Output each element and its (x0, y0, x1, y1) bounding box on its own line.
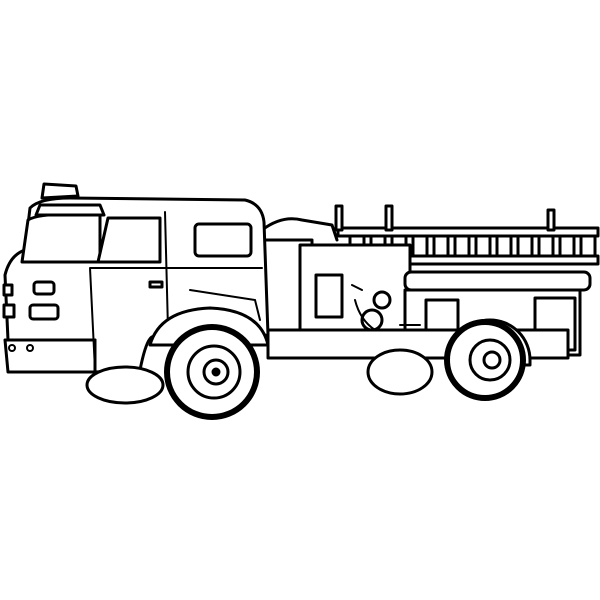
ladder-rung (516, 234, 534, 258)
ladder-rung (411, 234, 429, 258)
ladder-rung (579, 234, 597, 258)
front-wheel (85, 324, 260, 420)
ladder-rung (474, 234, 492, 258)
ladder-rung (495, 234, 513, 258)
ladder-rung (453, 234, 471, 258)
ladder-rung (558, 234, 576, 258)
beacon-light (40, 182, 80, 200)
ladder-rung (432, 234, 450, 258)
ladder-rung (537, 234, 555, 258)
rear-wheels (366, 318, 532, 401)
